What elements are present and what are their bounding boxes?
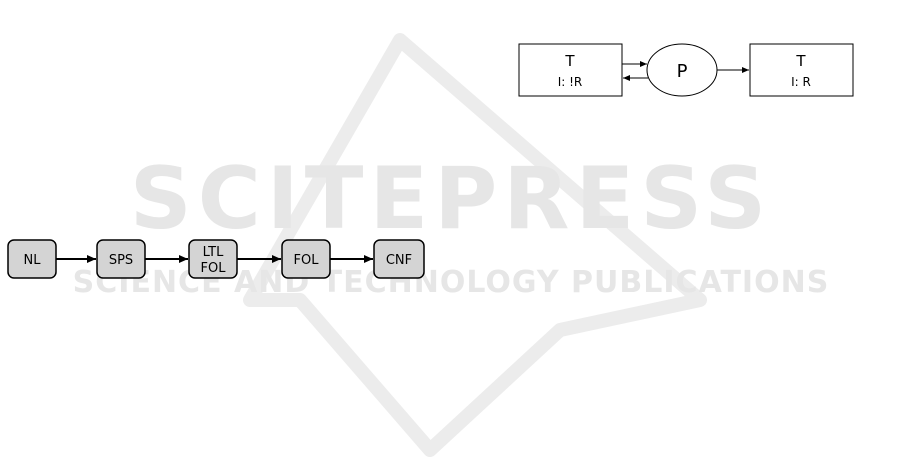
pipeline-node-cnf-label: CNF (386, 253, 412, 268)
petri-right-transition-label: I: R (791, 75, 811, 89)
pipeline-node-cnf: CNF (374, 240, 424, 278)
pipeline-node-ltl-fol: LTL FOL (189, 240, 237, 278)
watermark-subtitle: SCIENCE AND TECHNOLOGY PUBLICATIONS (73, 265, 830, 300)
pipeline-node-nl-label: NL (24, 253, 42, 268)
pipeline-node-fol-label: FOL (294, 253, 320, 268)
pipeline-node-sps: SPS (97, 240, 145, 278)
pipeline-node-ltl-fol-label-line1: LTL (203, 245, 224, 260)
petri-place: P (647, 44, 717, 96)
pipeline-node-nl: NL (8, 240, 56, 278)
watermark-title: SCITEPRESS (130, 149, 772, 249)
petri-right-transition-name: T (795, 52, 806, 70)
petri-place-name: P (677, 61, 688, 82)
petri-left-transition: T I: !R (519, 44, 622, 96)
petri-right-transition: T I: R (750, 44, 853, 96)
pipeline-node-ltl-fol-label-line2: FOL (201, 261, 227, 276)
petri-net-diagram: T I: !R P T I: R (519, 44, 853, 96)
pipeline-node-sps-label: SPS (109, 253, 133, 268)
petri-left-transition-name: T (564, 52, 575, 70)
watermark: SCITEPRESS SCIENCE AND TECHNOLOGY PUBLIC… (73, 40, 830, 450)
petri-left-transition-label: I: !R (558, 75, 583, 89)
pipeline-node-fol: FOL (282, 240, 330, 278)
